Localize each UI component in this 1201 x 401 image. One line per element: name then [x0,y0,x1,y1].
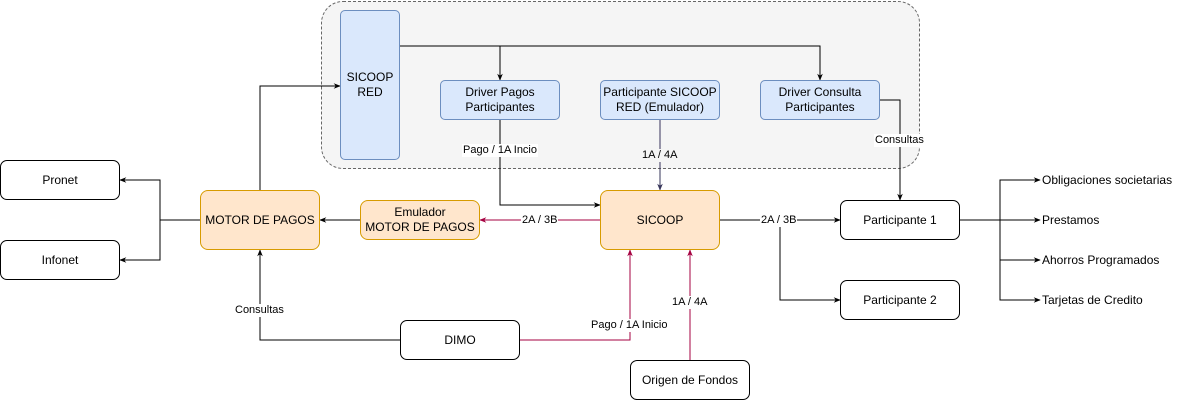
edge-driverpagos-sicoop [499,120,601,208]
node-pronet[interactable]: Pronet [0,160,120,200]
label-1a-4a-top: 1A / 4A [641,149,679,162]
output-tarjetas: Tarjetas de Credito [1042,293,1143,307]
output-obligaciones: Obligaciones societarias [1042,173,1173,187]
edge-sicoopred-driverconsulta [500,45,823,81]
edge-part1-oblig [960,177,1041,221]
label-pago-inicio-top: Pago / 1A Incio [462,144,538,157]
edge-motor-pronet [119,177,200,221]
node-emulador-motor[interactable]: Emulador MOTOR DE PAGOS [360,200,480,240]
edge-driverconsulta-part1 [880,99,903,201]
edge-part1-tarjetas [999,260,1041,303]
label-2a-3b-left: 2A / 3B [521,214,559,227]
node-driver-consulta[interactable]: Driver Consulta Participantes [760,80,880,120]
node-driver-pagos[interactable]: Driver Pagos Participantes [440,80,560,120]
label-consultas-left: Consultas [234,304,285,317]
output-prestamos: Prestamos [1042,213,1100,227]
node-participante-2[interactable]: Participante 2 [840,280,960,320]
output-ahorros: Ahorros Programados [1042,253,1160,267]
edge-dimo-sicoop [520,249,633,341]
label-2a-3b-right: 2A / 3B [760,214,798,227]
edge-sicoopred-driverpagos [400,45,503,81]
node-origen-de-fondos[interactable]: Origen de Fondos [630,360,750,400]
node-sicoop[interactable]: SICOOP [600,190,720,250]
node-dimo[interactable]: DIMO [400,320,520,360]
node-motor-de-pagos[interactable]: MOTOR DE PAGOS [200,190,320,250]
node-participante-1[interactable]: Participante 1 [840,200,960,240]
node-participante-sicoop-red[interactable]: Participante SICOOP RED (Emulador) [600,80,720,120]
label-consultas-top: Consultas [874,134,925,147]
edge-sicoop-part2 [779,220,841,303]
node-infonet[interactable]: Infonet [0,240,120,280]
edge-motor-sicoopred [259,83,341,190]
node-sicoop-red[interactable]: SICOOP RED [340,10,400,160]
edge-motor-infonet [119,220,161,263]
label-pago-inicio-bottom: Pago / 1A Inicio [590,319,669,332]
edge-part1-ahorros [999,220,1041,263]
label-1a-4a-bottom: 1A / 4A [671,296,709,309]
edge-dimo-motor [257,249,400,341]
